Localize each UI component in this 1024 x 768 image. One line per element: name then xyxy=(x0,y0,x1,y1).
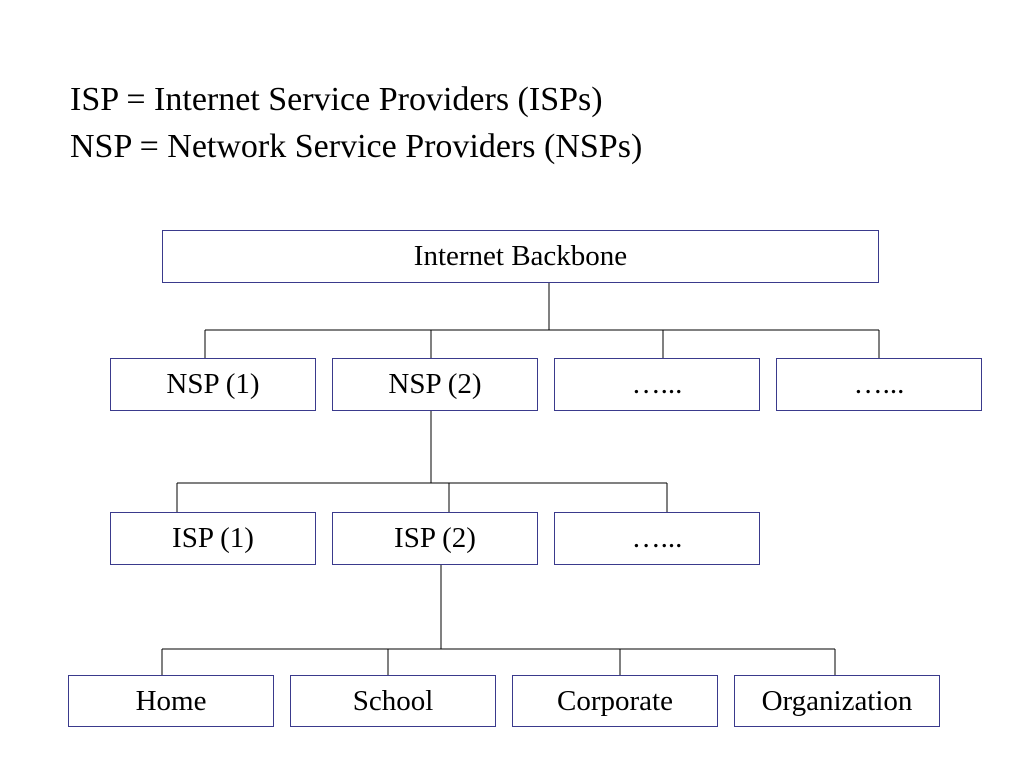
nsp-box-1: NSP (1) xyxy=(110,358,316,411)
customer-box-organization: Organization xyxy=(734,675,940,727)
internet-backbone-box: Internet Backbone xyxy=(162,230,879,283)
isp-box-1: ISP (1) xyxy=(110,512,316,565)
isp-box-3: …... xyxy=(554,512,760,565)
isp-box-2: ISP (2) xyxy=(332,512,538,565)
customer-box-home: Home xyxy=(68,675,274,727)
customer-box-school: School xyxy=(290,675,496,727)
nsp-box-3: …... xyxy=(554,358,760,411)
nsp-box-2: NSP (2) xyxy=(332,358,538,411)
customer-box-corporate: Corporate xyxy=(512,675,718,727)
nsp-box-4: …... xyxy=(776,358,982,411)
nsp-definition: NSP = Network Service Providers (NSPs) xyxy=(70,128,643,165)
isp-definition: ISP = Internet Service Providers (ISPs) xyxy=(70,81,603,118)
